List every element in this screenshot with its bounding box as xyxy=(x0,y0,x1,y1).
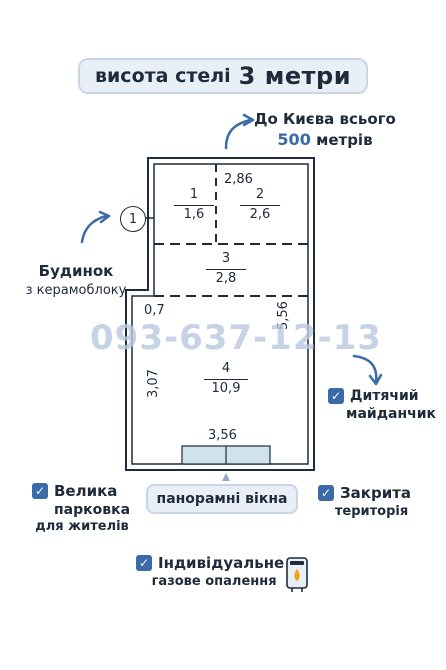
checkmark-icon: ✓ xyxy=(328,388,344,404)
dim-bottom: 3,56 xyxy=(208,428,237,443)
gas-boiler-icon xyxy=(286,557,308,592)
feature-playground: ✓ Дитячий майданчик xyxy=(328,388,436,422)
checkmark-icon: ✓ xyxy=(318,485,334,501)
floor-plan xyxy=(125,157,315,471)
room-1: 1 1,6 xyxy=(174,186,214,224)
dim-step: 0,7 xyxy=(144,303,165,318)
curved-arrow-icon xyxy=(224,113,255,150)
checkmark-icon: ✓ xyxy=(136,555,152,571)
closed-line2: територія xyxy=(334,504,409,519)
checkmark-icon: ✓ xyxy=(32,483,48,499)
feature-heating: ✓ Індивідуальне газове опалення xyxy=(136,554,284,589)
parking-line2: парковка xyxy=(54,502,131,518)
ceiling-height-banner: висота стелі 3 метри xyxy=(78,58,368,94)
kyiv-line1: До Києва всього xyxy=(254,110,396,128)
room-2-id: 2 xyxy=(240,186,280,206)
building-line1: Будинок xyxy=(38,262,114,280)
ceiling-height-value: 3 метри xyxy=(238,62,352,90)
ceiling-height-label: висота стелі xyxy=(94,65,231,87)
heating-line2: газове опалення xyxy=(151,574,277,589)
curved-arrow-icon xyxy=(80,210,111,244)
playground-line2: майданчик xyxy=(346,406,437,422)
parking-line1: Велика xyxy=(54,482,118,500)
dim-left: 3,07 xyxy=(146,369,161,398)
building-line2: з керамоблоку xyxy=(25,283,127,298)
room-3: 3 2,8 xyxy=(206,250,246,288)
room-4-area: 10,9 xyxy=(211,381,241,396)
heating-line1: Індивідуальне xyxy=(158,554,285,572)
feature-closed-territory: ✓ Закрита територія xyxy=(318,484,411,519)
room-4: 4 10,9 xyxy=(204,360,248,398)
closed-line1: Закрита xyxy=(340,484,412,502)
room-2: 2 2,6 xyxy=(240,186,280,224)
playground-line1: Дитячий xyxy=(350,388,419,404)
kyiv-distance: До Києва всього 500 метрів xyxy=(230,110,420,149)
feature-parking: ✓ Велика парковка для жителів xyxy=(32,482,130,534)
room-2-area: 2,6 xyxy=(249,207,271,222)
arrow-up-icon xyxy=(222,473,230,481)
building-marker: 1 xyxy=(120,206,146,232)
building-label: Будинок з керамоблоку xyxy=(20,262,132,298)
parking-line3: для жителів xyxy=(35,519,129,534)
kyiv-distance-value: 500 xyxy=(277,130,311,149)
curved-arrow-icon xyxy=(352,354,383,386)
phone-watermark: 093-637-12-13 xyxy=(90,318,382,358)
room-3-id: 3 xyxy=(206,250,246,270)
room-3-area: 2,8 xyxy=(215,271,237,286)
room-1-id: 1 xyxy=(174,186,214,206)
panoramic-windows-label: панорамні вікна xyxy=(146,484,298,514)
room-1-area: 1,6 xyxy=(183,207,205,222)
room-4-id: 4 xyxy=(204,360,248,380)
dim-top: 2,86 xyxy=(224,172,253,187)
kyiv-distance-unit: метрів xyxy=(316,131,373,149)
